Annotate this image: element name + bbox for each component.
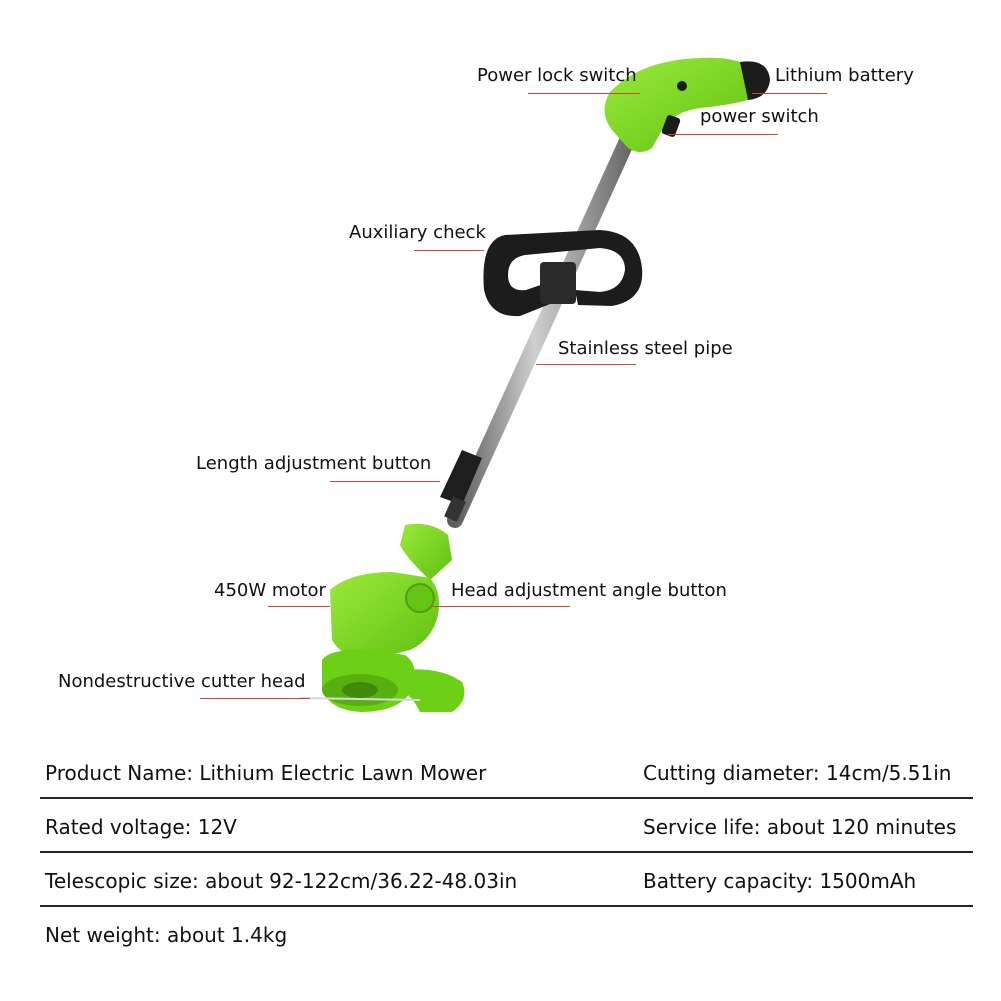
leader-line xyxy=(268,606,330,607)
leader-line xyxy=(200,698,310,699)
spec-row: Product Name: Lithium Electric Lawn Mowe… xyxy=(40,745,973,799)
leader-line xyxy=(668,134,778,135)
length-adjustment-collar xyxy=(440,450,482,522)
spec-net-weight: Net weight: about 1.4kg xyxy=(45,923,288,947)
callout-cutter-head: Nondestructive cutter head xyxy=(58,671,306,692)
leader-line xyxy=(752,93,827,94)
spec-row: Rated voltage: 12V Service life: about 1… xyxy=(40,799,973,853)
spec-cutting-diameter: Cutting diameter: 14cm/5.51in xyxy=(643,761,952,785)
leader-line xyxy=(528,93,640,94)
leader-line xyxy=(536,364,636,365)
callout-auxiliary-check: Auxiliary check xyxy=(349,222,486,243)
spec-row: Telescopic size: about 92-122cm/36.22-48… xyxy=(40,853,973,907)
auxiliary-handle xyxy=(483,230,643,317)
lawn-mower-image xyxy=(299,57,770,712)
leader-line xyxy=(414,250,484,251)
callout-motor: 450W motor xyxy=(214,580,326,601)
callout-lithium-battery: Lithium battery xyxy=(775,65,914,86)
spec-table: Product Name: Lithium Electric Lawn Mowe… xyxy=(40,745,973,959)
callout-stainless-steel-pipe: Stainless steel pipe xyxy=(558,338,733,359)
spec-row: Net weight: about 1.4kg xyxy=(40,907,973,959)
callout-power-lock-switch: Power lock switch xyxy=(477,65,637,86)
spec-product-name: Product Name: Lithium Electric Lawn Mowe… xyxy=(45,761,487,785)
spec-telescopic-size: Telescopic size: about 92-122cm/36.22-48… xyxy=(45,869,518,893)
spec-rated-voltage: Rated voltage: 12V xyxy=(45,815,237,839)
leader-line xyxy=(430,606,570,607)
main-handle xyxy=(604,57,770,152)
callout-head-adjustment-angle-button: Head adjustment angle button xyxy=(451,580,727,601)
spec-battery-capacity: Battery capacity: 1500mAh xyxy=(643,869,917,893)
callout-length-adjustment-button: Length adjustment button xyxy=(196,453,432,474)
steel-pipe xyxy=(447,122,640,528)
trimmer-head xyxy=(299,523,465,712)
spec-service-life: Service life: about 120 minutes xyxy=(643,815,957,839)
leader-line xyxy=(330,481,440,482)
product-illustration: Power lock switch Lithium battery power … xyxy=(58,57,914,712)
callout-power-switch: power switch xyxy=(700,106,819,127)
